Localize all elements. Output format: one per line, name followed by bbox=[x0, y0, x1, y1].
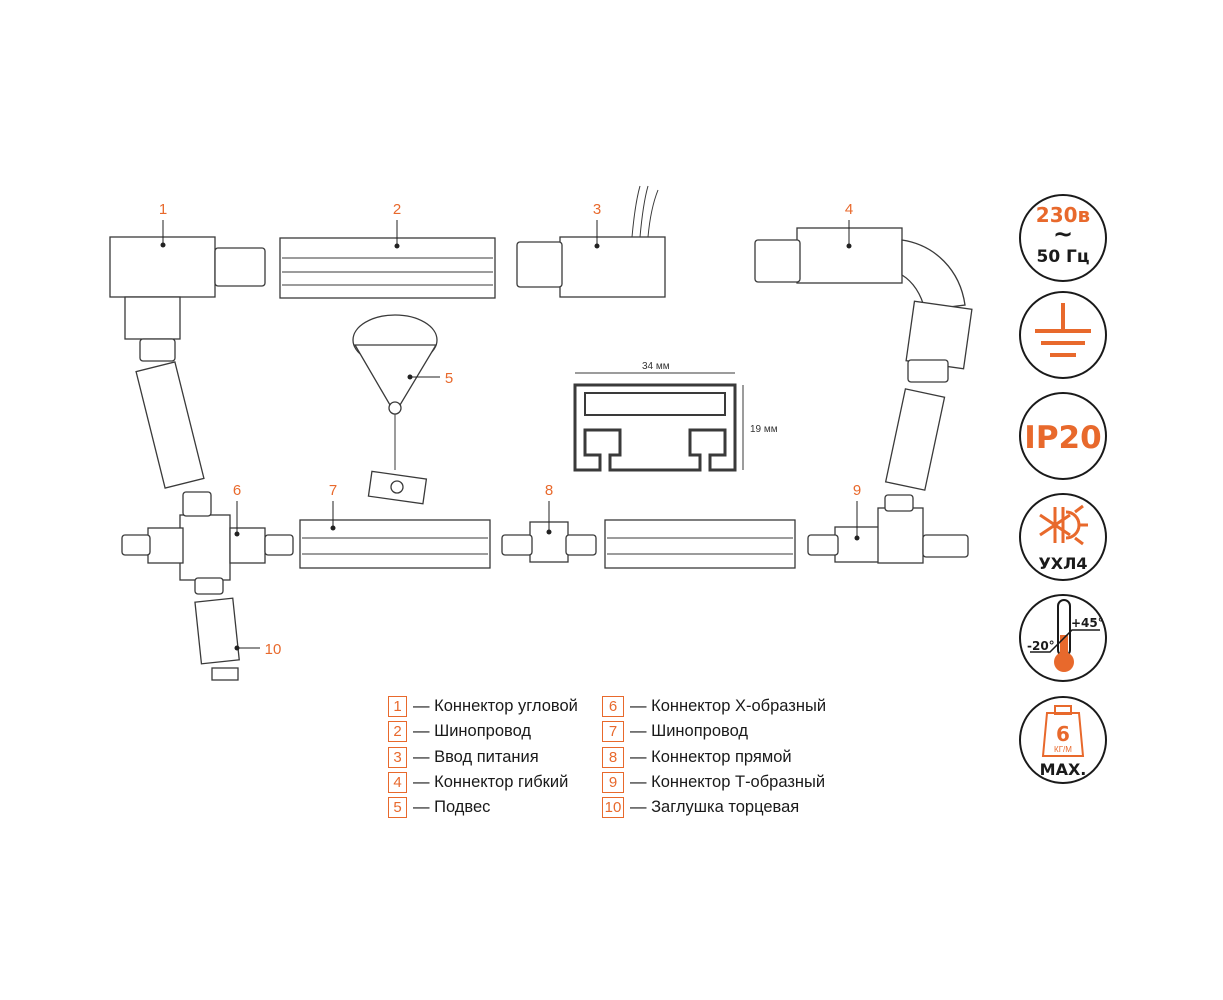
svg-text:230в: 230в bbox=[1036, 203, 1090, 227]
legend-num: 6 bbox=[602, 696, 624, 718]
callout-8: 8 bbox=[545, 482, 553, 499]
profile-width-label: 34 мм bbox=[642, 361, 670, 372]
legend-num: 4 bbox=[388, 772, 407, 794]
ground-icon bbox=[1035, 303, 1091, 357]
legend-item: 9 — Коннектор Т-образный bbox=[602, 770, 826, 795]
callout-6: 6 bbox=[233, 482, 241, 499]
x-connector bbox=[121, 491, 294, 595]
legend-text: — Коннектор Т-образный bbox=[630, 773, 826, 792]
legend-num: 2 bbox=[388, 721, 407, 743]
legend-item: 10 — Заглушка торцевая bbox=[602, 795, 826, 820]
legend-num: 8 bbox=[602, 746, 624, 768]
svg-text:+45°: +45° bbox=[1071, 616, 1104, 630]
svg-text:~: ~ bbox=[1053, 220, 1073, 248]
weight-icon: 6 КГ/М MAX. bbox=[1040, 705, 1087, 779]
legend-text: — Коннектор гибкий bbox=[413, 773, 569, 792]
thermometer-icon: -20° +45° bbox=[1027, 599, 1104, 672]
legend-item: 4 — Коннектор гибкий bbox=[388, 770, 578, 795]
rail-profile: 34 мм 19 мм bbox=[573, 361, 778, 472]
legend-item: 2 — Шинопровод bbox=[388, 719, 578, 744]
legend-text: — Заглушка торцевая bbox=[630, 798, 800, 817]
climate-badge: УХЛ4 bbox=[1038, 554, 1087, 573]
legend-item: 5 — Подвес bbox=[388, 795, 578, 820]
rail-right bbox=[884, 388, 946, 491]
svg-text:6: 6 bbox=[1056, 722, 1070, 746]
flexible-connector bbox=[754, 227, 973, 383]
rail-bottom-left bbox=[299, 519, 491, 569]
legend-num: 10 bbox=[602, 797, 624, 819]
callout-3: 3 bbox=[593, 201, 601, 218]
callout-5: 5 bbox=[445, 370, 453, 387]
legend-item: 8 — Коннектор прямой bbox=[602, 745, 826, 770]
legend-num: 7 bbox=[602, 721, 624, 743]
legend-item: 7 — Шинопровод bbox=[602, 719, 826, 744]
legend-right: 6 — Коннектор Х-образный 7 — Шинопровод 8 —… bbox=[602, 694, 826, 820]
voltage-badge: 230в ~ 50 Гц bbox=[1036, 203, 1090, 267]
legend-num: 1 bbox=[388, 696, 407, 718]
legend-text: — Шинопровод bbox=[630, 722, 749, 741]
legend-text: — Коннектор Х-образный bbox=[630, 697, 827, 716]
legend-text: — Коннектор угловой bbox=[413, 697, 578, 716]
callout-10: 10 bbox=[265, 641, 282, 658]
callout-2: 2 bbox=[393, 201, 401, 218]
svg-text:КГ/М: КГ/М bbox=[1054, 745, 1072, 754]
snowflake-sun-icon bbox=[1039, 504, 1088, 546]
callout-4: 4 bbox=[845, 201, 853, 218]
rail-bottom-right bbox=[604, 519, 796, 569]
legend-text: — Подвес bbox=[413, 798, 491, 817]
legend-num: 3 bbox=[388, 746, 407, 768]
svg-text:50 Гц: 50 Гц bbox=[1036, 247, 1089, 267]
legend-text: — Ввод питания bbox=[413, 747, 539, 766]
power-feed bbox=[516, 185, 666, 298]
callouts: 1 2 3 4 5 6 7 8 9 10 bbox=[159, 201, 861, 658]
legend-num: 5 bbox=[388, 797, 407, 819]
badges bbox=[1019, 194, 1107, 784]
callout-1: 1 bbox=[159, 201, 167, 218]
callout-7: 7 bbox=[329, 482, 337, 499]
rail-left bbox=[135, 361, 205, 489]
profile-height-label: 19 мм bbox=[750, 424, 778, 435]
ip-rating-badge: IP20 bbox=[1024, 420, 1101, 456]
legend-text: — Коннектор прямой bbox=[630, 747, 792, 766]
t-connector bbox=[807, 494, 969, 564]
suspension bbox=[352, 314, 438, 505]
legend-text: — Шинопровод bbox=[413, 722, 532, 741]
callout-9: 9 bbox=[853, 482, 861, 499]
legend-item: 1 — Коннектор угловой bbox=[388, 694, 578, 719]
svg-text:MAX.: MAX. bbox=[1040, 760, 1087, 779]
legend-item: 6 — Коннектор Х-образный bbox=[602, 694, 826, 719]
rail-top bbox=[279, 237, 496, 299]
end-cap bbox=[194, 597, 240, 681]
legend-left: 1 — Коннектор угловой 2 — Шинопровод 3 — Вв… bbox=[388, 694, 578, 820]
legend-num: 9 bbox=[602, 772, 624, 794]
corner-connector bbox=[109, 236, 266, 362]
legend-item: 3 — Ввод питания bbox=[388, 745, 578, 770]
straight-connector bbox=[501, 521, 597, 563]
svg-text:-20°: -20° bbox=[1027, 639, 1055, 653]
